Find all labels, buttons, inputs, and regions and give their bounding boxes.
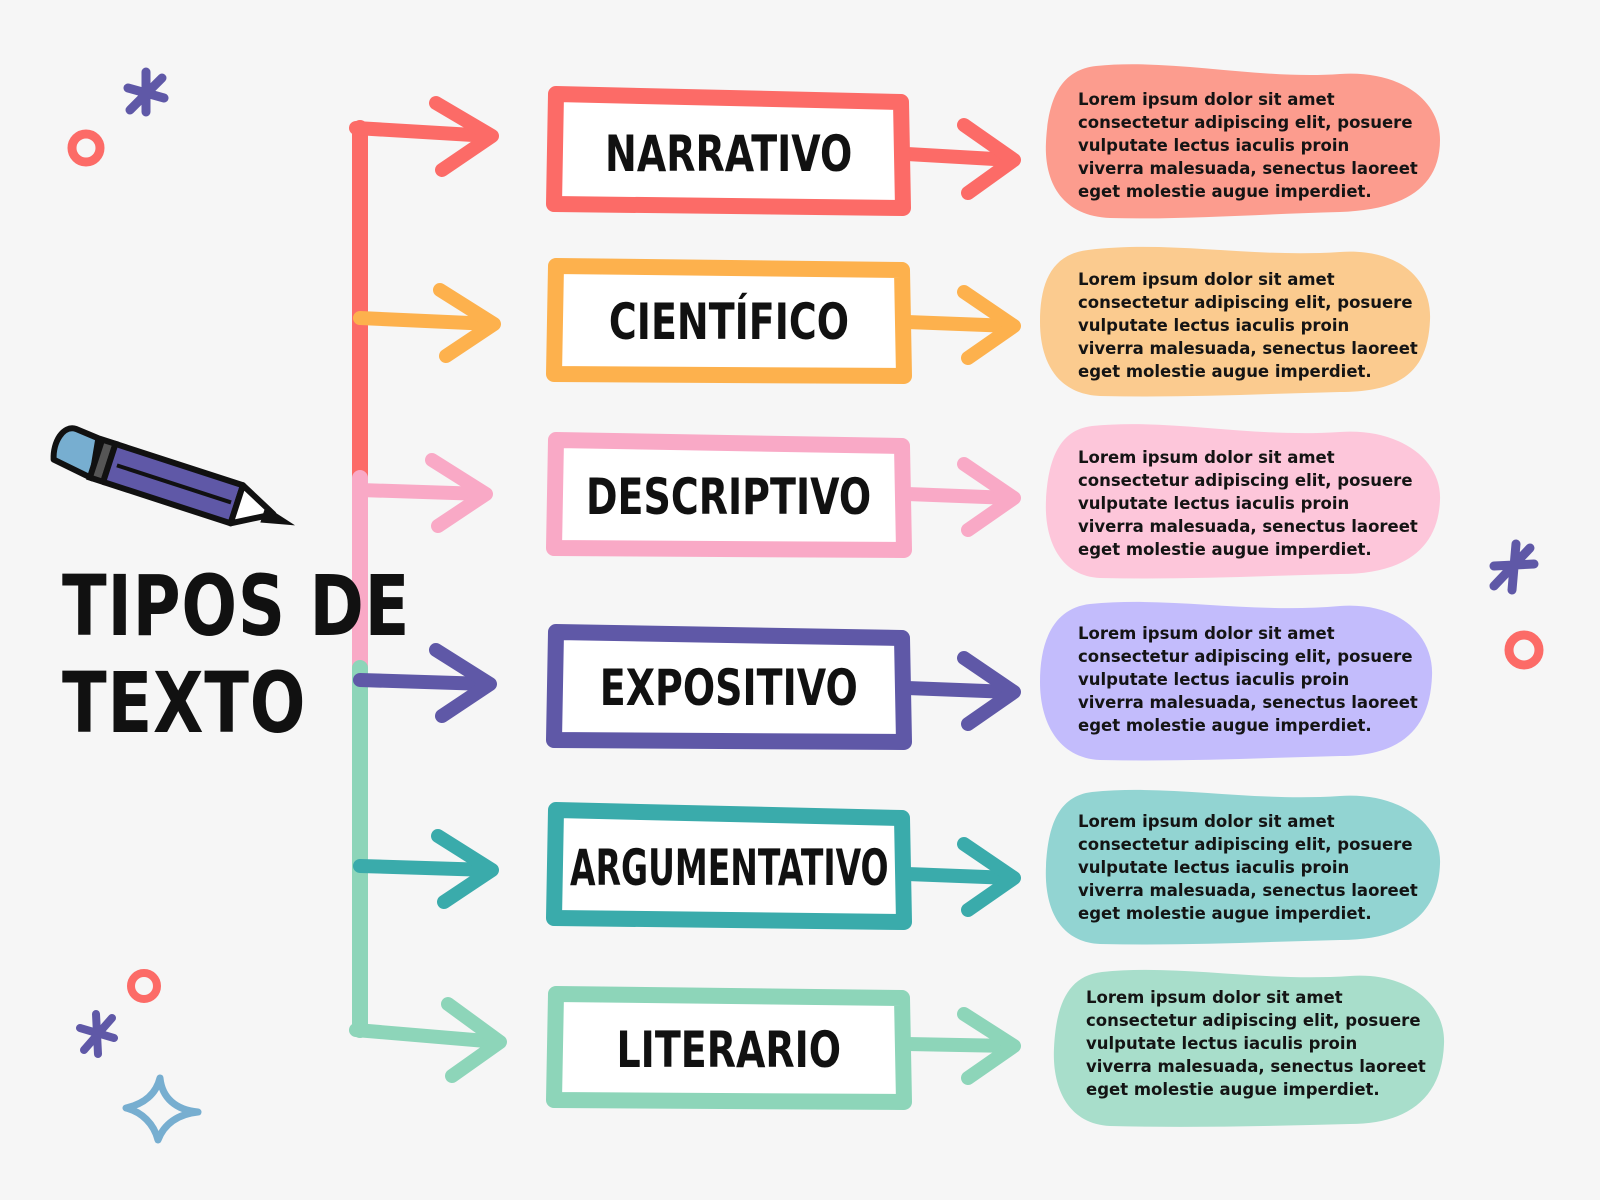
type-label-text: CIENTÍFICO <box>608 293 850 351</box>
type-label-text: LITERARIO <box>616 1021 842 1079</box>
type-label-text: NARRATIVO <box>605 125 853 183</box>
sparkle-icon <box>122 1074 202 1144</box>
star-icon <box>1489 539 1539 595</box>
type-label-narrativo[interactable]: NARRATIVO <box>562 106 896 202</box>
pencil-icon <box>50 425 296 527</box>
branch-descriptivo <box>353 453 1021 537</box>
description-text-cientifico: Lorem ipsum dolor sit amet consectetur a… <box>1078 270 1418 381</box>
description-text-narrativo: Lorem ipsum dolor sit amet consectetur a… <box>1078 90 1418 201</box>
description-bubble-cientifico <box>1040 246 1431 397</box>
type-label-expositivo[interactable]: EXPOSITIVO <box>562 640 896 736</box>
description-text-expositivo: Lorem ipsum dolor sit amet consectetur a… <box>1078 624 1418 735</box>
label-frame-narrativo <box>546 86 911 216</box>
description-bubble-descriptivo <box>1045 424 1441 579</box>
label-frame-literario <box>546 986 912 1110</box>
description-bubble-expositivo <box>1040 601 1433 761</box>
type-label-argumentativo[interactable]: ARGUMENTATIVO <box>562 820 896 916</box>
type-label-cientifico[interactable]: CIENTÍFICO <box>562 274 896 370</box>
branch-narrativo <box>349 96 1021 200</box>
label-frame-argumentativo <box>546 802 912 930</box>
branch-literario <box>349 997 1021 1085</box>
description-bubble-literario <box>1053 969 1445 1127</box>
branch-expositivo <box>353 643 1021 731</box>
star-icon <box>123 67 169 117</box>
page-title: TIPOS DE TEXTO <box>62 557 411 752</box>
type-label-text: DESCRIPTIVO <box>586 468 872 526</box>
type-label-literario[interactable]: LITERARIO <box>562 1002 896 1098</box>
branch-cientifico <box>353 283 1021 365</box>
star-icon <box>76 1010 118 1058</box>
description-text-descriptivo: Lorem ipsum dolor sit amet consectetur a… <box>1078 448 1418 559</box>
branch-argumentativo <box>353 829 1021 917</box>
type-label-text: ARGUMENTATIVO <box>569 839 889 897</box>
label-frame-descriptivo <box>546 432 912 558</box>
circle-icon <box>127 969 161 1003</box>
circle-icon <box>1504 630 1544 670</box>
description-bubble-argumentativo <box>1045 789 1441 945</box>
description-bubble-narrativo <box>1045 64 1440 219</box>
type-label-descriptivo[interactable]: DESCRIPTIVO <box>562 449 896 545</box>
type-label-text: EXPOSITIVO <box>599 659 859 717</box>
page-title-line-2: TEXTO <box>62 654 307 752</box>
page-title-line-1: TIPOS DE <box>62 557 411 655</box>
circle-icon <box>67 129 105 167</box>
label-frame-expositivo <box>546 624 912 750</box>
label-frame-cientifico <box>546 258 912 384</box>
description-text-argumentativo: Lorem ipsum dolor sit amet consectetur a… <box>1078 812 1418 923</box>
description-text-literario: Lorem ipsum dolor sit amet consectetur a… <box>1086 988 1426 1099</box>
